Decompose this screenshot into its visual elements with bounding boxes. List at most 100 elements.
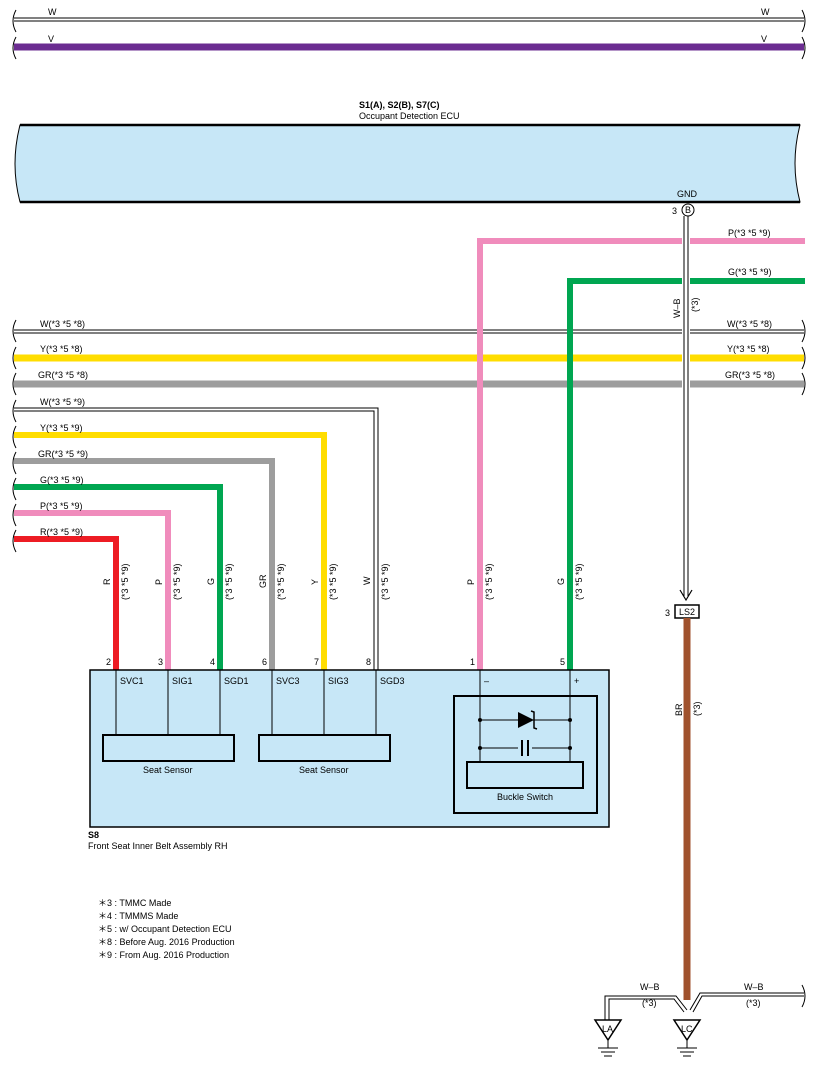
- bus-wire-y: Y(*3 *5 *8) Y(*3 *5 *8): [14, 344, 804, 362]
- svg-text:(*3 *5 *9): (*3 *5 *9): [484, 563, 494, 600]
- svg-text:SVC1: SVC1: [120, 676, 144, 686]
- branch-wire-gr: GR(*3 *5 *9): [14, 449, 275, 670]
- ground-left-note: (*3): [642, 998, 657, 1008]
- svg-text:＊9 : From Aug. 2016 Productio: ＊9 : From Aug. 2016 Production: [98, 950, 229, 960]
- seat-sensor-1-label: Seat Sensor: [143, 765, 193, 775]
- svg-text:SGD3: SGD3: [380, 676, 405, 686]
- svg-text:1: 1: [470, 657, 475, 667]
- top-wire-v-right-label: V: [761, 34, 767, 44]
- bus-wire-gr-left-label: GR(*3 *5 *8): [38, 370, 88, 380]
- ecu-gnd-label: GND: [677, 189, 698, 199]
- svg-text:＊8 : Before Aug. 2016 Product: ＊8 : Before Aug. 2016 Production: [98, 937, 235, 947]
- branch-wire-y-label: Y(*3 *5 *9): [40, 423, 83, 433]
- top-wire-w: W W: [12, 7, 806, 33]
- ls2-name: LS2: [679, 607, 695, 617]
- svg-text:W: W: [362, 576, 372, 585]
- wb-wire-ecu-to-ls2: W–B (*3): [672, 216, 700, 602]
- svg-text:7: 7: [314, 657, 319, 667]
- svg-text:2: 2: [106, 657, 111, 667]
- branch-wire-g-label: G(*3 *5 *9): [40, 475, 84, 485]
- buckle-switch-label: Buckle Switch: [497, 792, 553, 802]
- occupant-detection-ecu: S1(A), S2(B), S7(C) Occupant Detection E…: [14, 100, 801, 217]
- ecu-gnd-pin: 3: [672, 206, 677, 216]
- br-wire-note: (*3): [692, 701, 702, 716]
- seat-sensor-2: [258, 734, 391, 762]
- ground-la: LA: [593, 1019, 623, 1057]
- svg-text:SIG3: SIG3: [328, 676, 349, 686]
- buckle-switch-element: [466, 761, 584, 789]
- branch-wire-g: G (*3 *5 *9): [14, 475, 223, 670]
- vertical-wire-labels: R (*3 *5 *9) P (*3 *5 *9) G (*3 *5 *9) G…: [102, 563, 584, 600]
- front-seat-inner-belt-assembly: 2 3 4 6 7 8 1 5 SVC1 SIG1 SGD1 SVC3 SIG3…: [88, 657, 610, 851]
- svg-text:(*3 *5 *9): (*3 *5 *9): [120, 563, 130, 600]
- diode-icon: [518, 712, 534, 728]
- ground-right-label: W–B: [744, 982, 764, 992]
- svg-text:GR: GR: [258, 574, 268, 588]
- svg-text:＊4 : TMMMS Made: ＊4 : TMMMS Made: [98, 911, 178, 921]
- ls2-pin: 3: [665, 608, 670, 618]
- top-wire-v-left-label: V: [48, 34, 54, 44]
- br-wire: BR (*3): [674, 618, 702, 1000]
- left-wire-breaks: [12, 319, 17, 553]
- svg-text:SGD1: SGD1: [224, 676, 249, 686]
- svg-text:G: G: [556, 578, 566, 585]
- svg-text:P: P: [154, 579, 164, 585]
- svg-text:R: R: [102, 578, 112, 585]
- svg-text:6: 6: [262, 657, 267, 667]
- bus-crossings: [477, 326, 690, 388]
- svg-text:(*3 *5 *9): (*3 *5 *9): [574, 563, 584, 600]
- pink-wire-right: P(*3 *5 *9): [477, 228, 805, 670]
- svg-text:(*3 *5 *9): (*3 *5 *9): [328, 563, 338, 600]
- top-wire-w-left-label: W: [48, 7, 57, 17]
- seat-sensor-1: [102, 734, 235, 762]
- branch-wire-w: W (*3 *5 *9): [14, 397, 379, 670]
- notes: ＊3 : TMMC Made ＊4 : TMMMS Made ＊5 : w/ O…: [98, 898, 235, 960]
- svg-text:+: +: [574, 676, 579, 686]
- branch-wire-y: Y (*3 *5 *9): [14, 423, 327, 670]
- svg-text:3: 3: [158, 657, 163, 667]
- ground-lc-icon: [672, 1019, 702, 1042]
- assembly-name: Front Seat Inner Belt Assembly RH: [88, 841, 228, 851]
- top-wire-v: V V: [12, 34, 806, 60]
- ground-la-icon: [593, 1019, 623, 1042]
- green-wire-right: G(*3 *5 *9): [567, 267, 805, 670]
- svg-text:SIG1: SIG1: [172, 676, 193, 686]
- svg-text:(*3 *5 *9): (*3 *5 *9): [172, 563, 182, 600]
- bus-wire-y-left-label: Y(*3 *5 *8): [40, 344, 83, 354]
- svg-text:Y: Y: [310, 579, 320, 585]
- bus-wire-gr-right-label: GR(*3 *5 *8): [725, 370, 775, 380]
- svg-text:4: 4: [210, 657, 215, 667]
- branch-wire-r: R(*3 *5 *9): [14, 527, 119, 670]
- svg-text:(*3 *5 *9): (*3 *5 *9): [224, 563, 234, 600]
- pink-wire-right-label: P(*3 *5 *9): [728, 228, 771, 238]
- svg-text:＊3 : TMMC Made: ＊3 : TMMC Made: [98, 898, 171, 908]
- branch-wire-r-label: R(*3 *5 *9): [40, 527, 83, 537]
- branch-wire-gr-label: GR(*3 *5 *9): [38, 449, 88, 459]
- br-wire-label: BR: [674, 703, 684, 716]
- ground-wires: W–B (*3) W–B (*3): [604, 982, 806, 1020]
- svg-text:(*3 *5 *9): (*3 *5 *9): [276, 563, 286, 600]
- buckle-switch-box: [453, 695, 598, 814]
- ground-left-label: W–B: [640, 982, 660, 992]
- svg-text:5: 5: [560, 657, 565, 667]
- ground-lc-label: LC: [681, 1024, 693, 1034]
- wb-wire-label: W–B: [672, 298, 682, 318]
- bus-wire-gr: GR(*3 *5 *8) GR(*3 *5 *8): [14, 370, 804, 388]
- top-wire-w-right-label: W: [761, 7, 770, 17]
- bus-wire-w-right-label: W(*3 *5 *8): [727, 319, 772, 329]
- svg-text:8: 8: [366, 657, 371, 667]
- bus-wire-w: W(*3 *5 *8) W(*3 *5 *8): [14, 319, 804, 334]
- bus-wire-w-left-label: W(*3 *5 *8): [40, 319, 85, 329]
- svg-text:SVC3: SVC3: [276, 676, 300, 686]
- svg-text:G: G: [206, 578, 216, 585]
- svg-text:(*3 *5 *9): (*3 *5 *9): [380, 563, 390, 600]
- right-wire-breaks: [801, 319, 806, 396]
- ecu-connectors: S1(A), S2(B), S7(C): [359, 100, 440, 110]
- svg-text:–: –: [484, 676, 489, 686]
- bus-wire-y-right-label: Y(*3 *5 *8): [727, 344, 770, 354]
- ecu-gnd-connector-letter: B: [685, 205, 691, 215]
- green-wire-right-label: G(*3 *5 *9): [728, 267, 772, 277]
- branch-wire-p: P (*3 *5 *9): [14, 501, 171, 670]
- ground-right-note: (*3): [746, 998, 761, 1008]
